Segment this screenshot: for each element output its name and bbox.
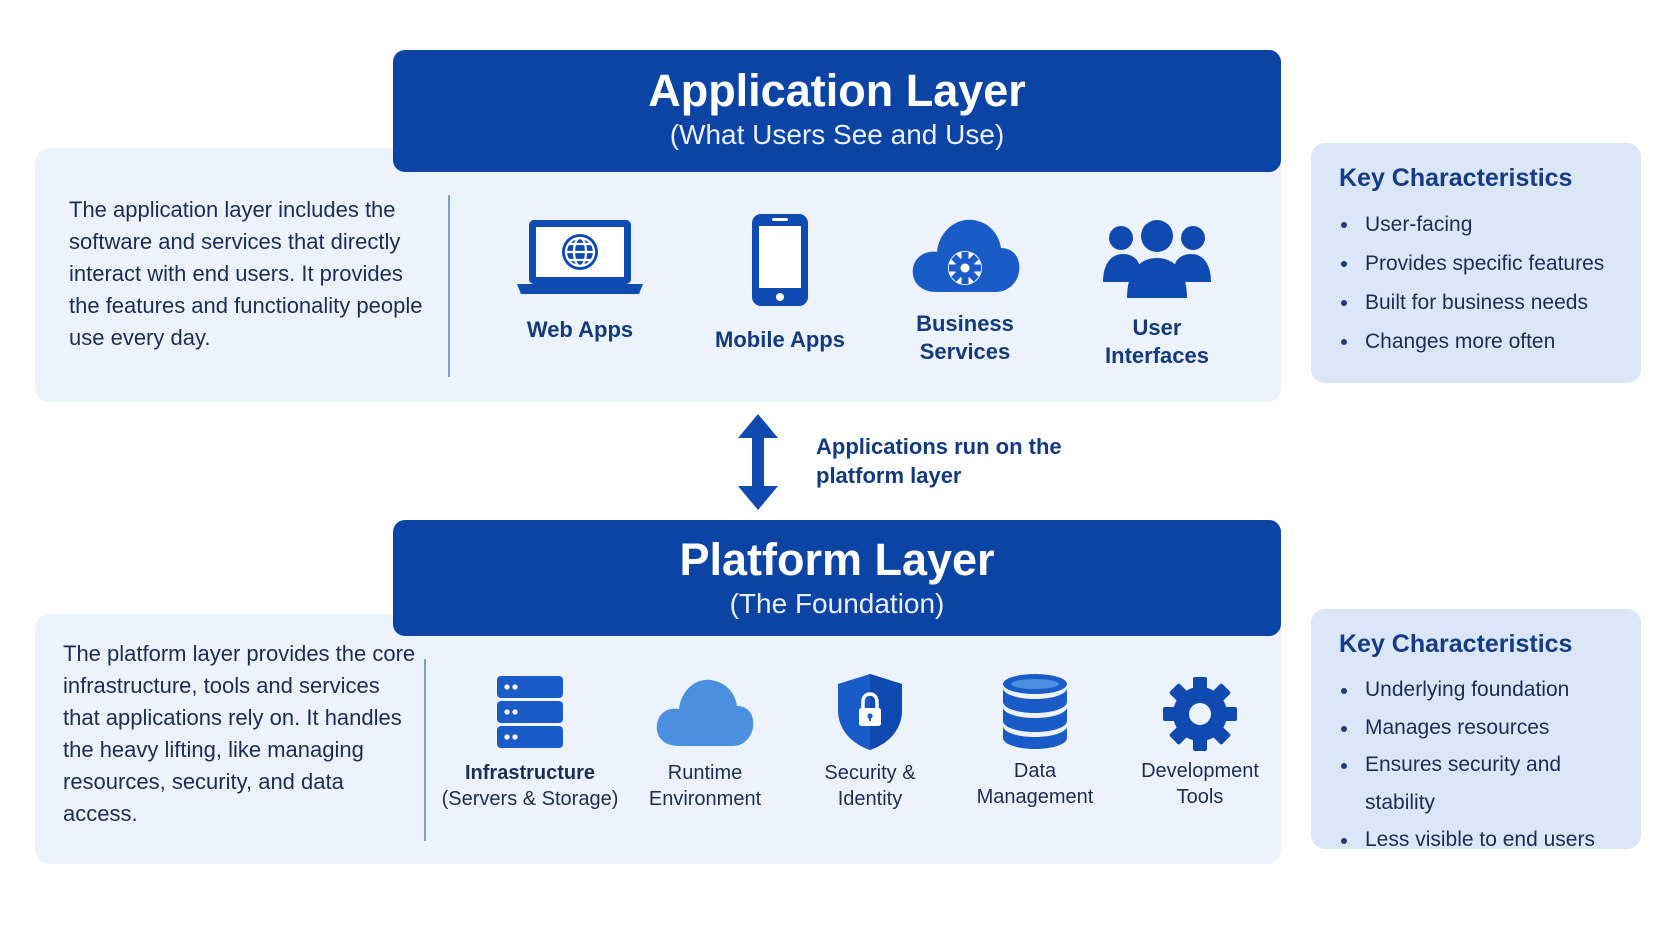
bullet-icon	[1341, 261, 1347, 267]
platform-divider	[424, 659, 426, 841]
item-runtime-environment: Runtime Environment	[630, 674, 780, 812]
application-layer-title: Application Layer	[648, 65, 1026, 116]
platform-layer-description: The platform layer provides the core inf…	[63, 641, 416, 826]
platform-layer-panel	[35, 614, 1281, 864]
item-label: Data Management	[976, 760, 1094, 808]
item-infrastructure: Infrastructure (Servers & Storage)	[440, 674, 620, 812]
bullet-icon	[1341, 300, 1347, 306]
kc-item-text: Manages resources	[1365, 715, 1550, 739]
kc-item-text: Ensures security and stability	[1365, 753, 1562, 814]
bullet-icon	[1341, 763, 1347, 769]
item-development-tools: Development Tools	[1125, 676, 1275, 810]
bullet-icon	[1341, 838, 1347, 844]
kc-item-text: Provides specific features	[1365, 252, 1605, 275]
laptop-globe-icon	[517, 220, 643, 294]
item-mobile-apps: Mobile Apps	[700, 212, 860, 354]
kc-item-text: User-facing	[1365, 213, 1473, 236]
kc-item: User-facing	[1339, 205, 1621, 244]
shield-lock-icon	[838, 674, 902, 750]
cloud-gear-icon	[912, 219, 1020, 292]
item-business-services: Business Services	[890, 212, 1040, 366]
item-label: User Interfaces	[1105, 315, 1209, 368]
item-sublabel: (Servers & Storage)	[441, 788, 619, 810]
server-stack-icon	[497, 676, 563, 748]
kc-item: Changes more often	[1339, 322, 1621, 361]
item-user-interfaces: User Interfaces	[1082, 218, 1232, 370]
item-label: Mobile Apps	[715, 327, 845, 352]
cloud-icon	[656, 679, 754, 746]
bullet-icon	[1341, 339, 1347, 345]
kc-item-text: Less visible to end users	[1365, 828, 1595, 851]
kc-list: Underlying foundation Manages resources …	[1339, 671, 1621, 859]
kc-title: Key Characteristics	[1339, 164, 1573, 192]
platform-layer-title: Platform Layer	[679, 534, 995, 585]
item-label: Runtime Environment	[648, 762, 762, 810]
kc-title: Key Characteristics	[1339, 630, 1573, 658]
kc-item-text: Built for business needs	[1365, 291, 1588, 314]
platform-layer-header: Platform Layer (The Foundation)	[393, 520, 1281, 636]
application-divider	[448, 195, 450, 377]
users-group-icon	[1103, 220, 1211, 298]
application-layer-panel	[35, 148, 1281, 402]
platform-layer-subtitle: (The Foundation)	[729, 588, 945, 619]
item-security-identity: Security & Identity	[795, 672, 945, 812]
item-label: Security & Identity	[824, 762, 916, 810]
item-label: Web Apps	[526, 317, 634, 342]
item-label: Development Tools	[1141, 760, 1259, 808]
platform-key-characteristics: Key Characteristics Underlying foundatio…	[1311, 609, 1641, 851]
double-arrow-vertical-icon	[738, 414, 778, 510]
kc-item-text: Changes more often	[1365, 330, 1556, 353]
application-key-characteristics: Key Characteristics User-facing Provides…	[1311, 143, 1641, 383]
kc-item: Ensures security and stability	[1339, 746, 1621, 821]
smartphone-icon	[752, 214, 808, 306]
kc-item: Less visible to end users	[1339, 821, 1621, 859]
bullet-icon	[1341, 725, 1347, 732]
connector-text: Applications run on the platform layer	[816, 434, 1062, 488]
item-label: Infrastructure	[464, 762, 596, 784]
kc-item: Built for business needs	[1339, 283, 1621, 322]
application-layer-description: The application layer includes the softw…	[69, 197, 423, 350]
kc-list: User-facing Provides specific features B…	[1339, 205, 1621, 361]
kc-item-text: Underlying foundation	[1365, 678, 1570, 701]
application-layer-subtitle: (What Users See and Use)	[669, 119, 1005, 150]
kc-item: Provides specific features	[1339, 244, 1621, 283]
item-data-management: Data Management	[960, 672, 1110, 810]
item-web-apps: Web Apps	[508, 212, 652, 344]
gear-icon	[1163, 677, 1237, 751]
bullet-icon	[1341, 222, 1347, 228]
item-label: Business Services	[916, 311, 1014, 364]
bullet-icon	[1341, 688, 1347, 694]
kc-item: Underlying foundation	[1339, 671, 1621, 709]
application-layer-header: Application Layer (What Users See and Us…	[393, 50, 1281, 172]
database-icon	[1003, 674, 1067, 749]
kc-item: Manages resources	[1339, 709, 1621, 747]
